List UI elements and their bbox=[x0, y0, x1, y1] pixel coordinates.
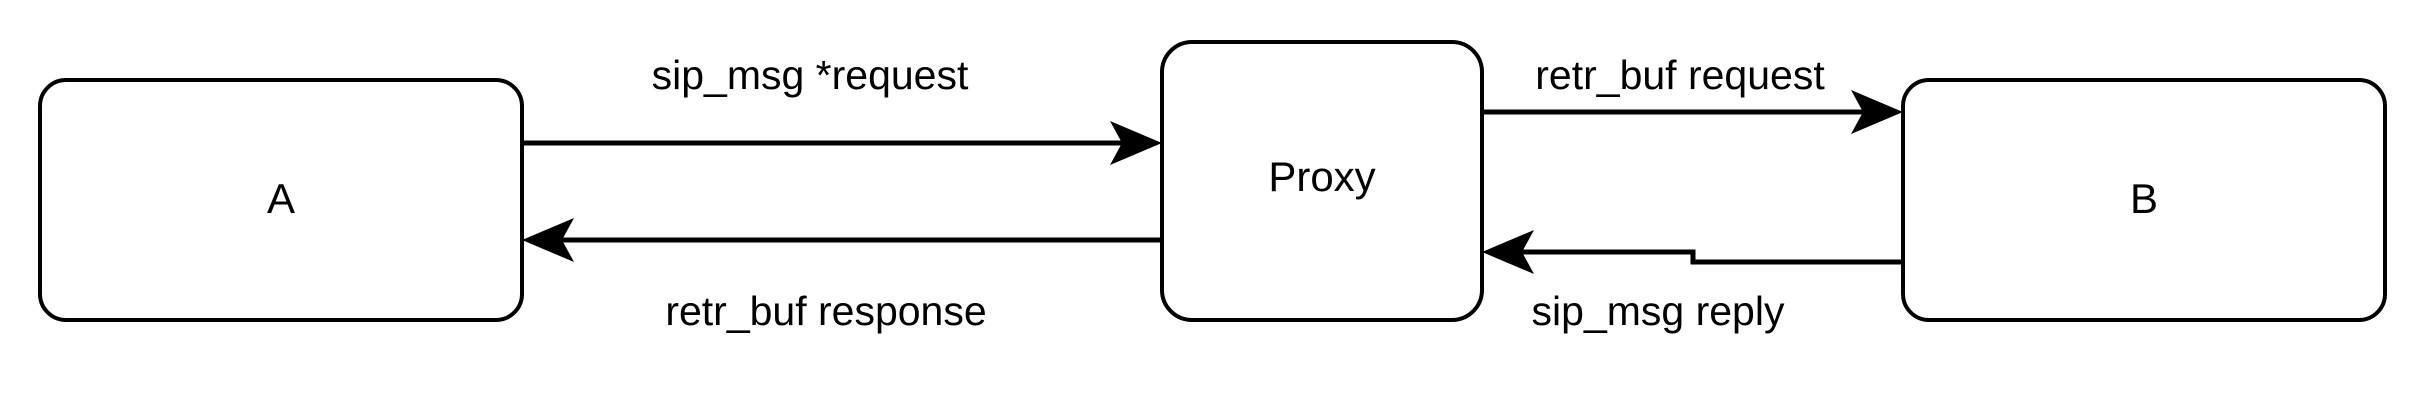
edge-b-to-proxy-label: sip_msg reply bbox=[1532, 288, 1785, 334]
edge-proxy-to-a-arrowhead bbox=[522, 218, 574, 262]
edge-proxy-to-a[interactable]: retr_buf response bbox=[522, 218, 1162, 334]
node-proxy[interactable]: Proxy bbox=[1160, 40, 1484, 322]
edge-proxy-to-b-label: retr_buf request bbox=[1535, 52, 1825, 98]
edge-a-to-proxy-label: sip_msg *request bbox=[652, 52, 969, 98]
edge-a-to-proxy[interactable]: sip_msg *request bbox=[522, 52, 1162, 165]
node-b-label: B bbox=[2130, 175, 2158, 222]
edge-b-to-proxy-line bbox=[1497, 249, 1903, 265]
node-proxy-label: Proxy bbox=[1268, 153, 1375, 200]
edge-a-to-proxy-arrowhead bbox=[1110, 121, 1162, 165]
node-a-shape bbox=[38, 78, 524, 322]
edge-proxy-to-b-arrowhead bbox=[1851, 90, 1903, 134]
edge-b-to-proxy-arrowhead bbox=[1482, 230, 1534, 274]
node-b-shape bbox=[1901, 78, 2387, 322]
edge-proxy-to-b[interactable]: retr_buf request bbox=[1482, 52, 1903, 134]
node-a[interactable]: A bbox=[38, 78, 524, 322]
edge-proxy-to-a-label: retr_buf response bbox=[665, 288, 986, 334]
edge-b-to-proxy[interactable]: sip_msg reply bbox=[1482, 230, 1903, 334]
node-proxy-shape bbox=[1160, 40, 1484, 322]
node-b[interactable]: B bbox=[1901, 78, 2387, 322]
node-a-label: A bbox=[267, 175, 295, 222]
